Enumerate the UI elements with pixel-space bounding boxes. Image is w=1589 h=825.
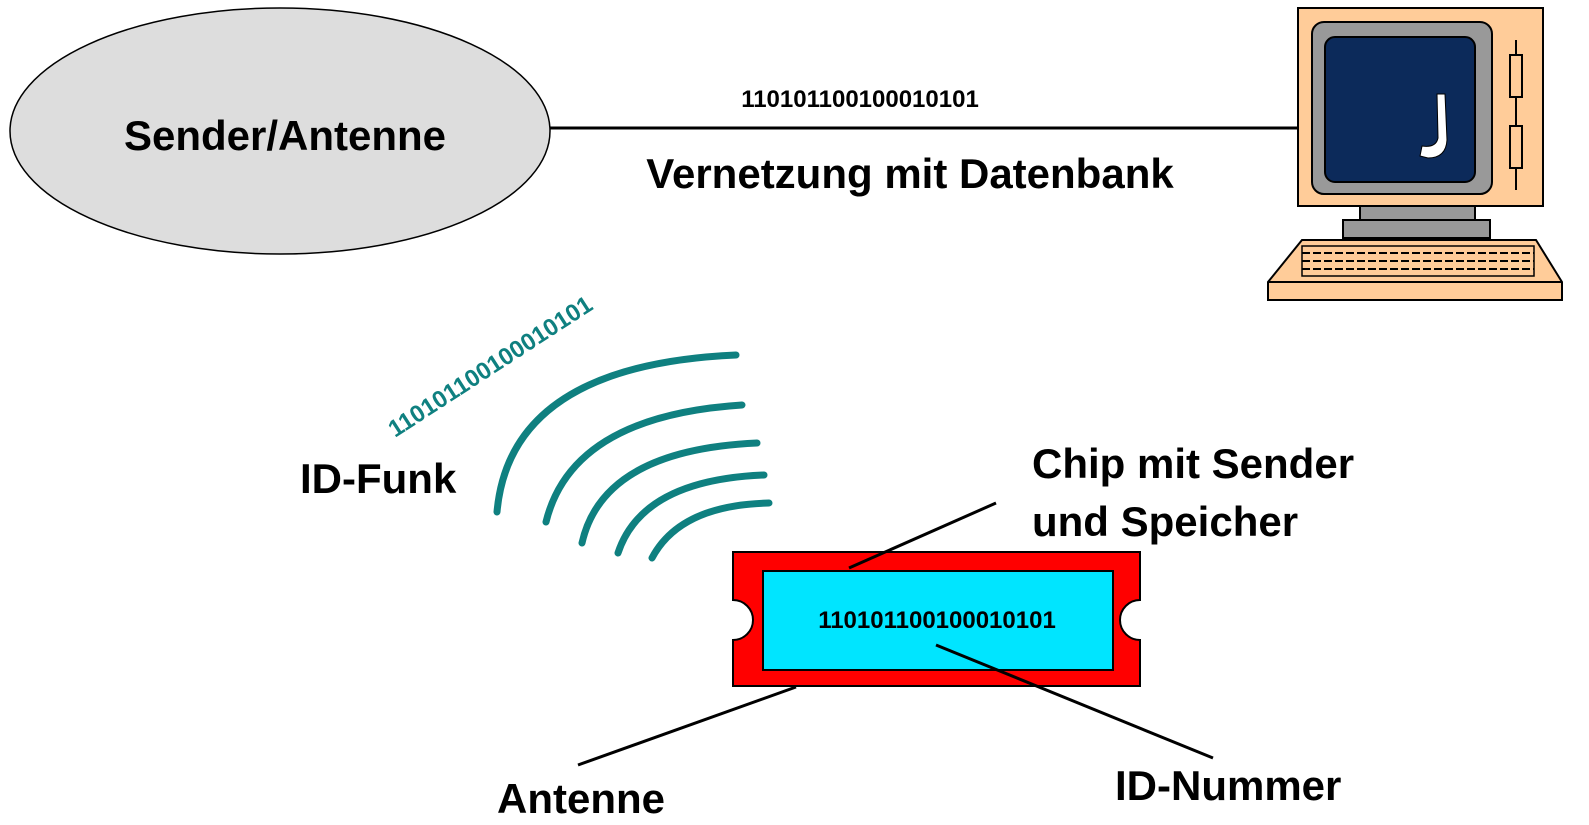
screen-glyph-icon: [1419, 93, 1448, 159]
wave-4: [614, 471, 768, 557]
sender-node: Sender/Antenne: [9, 7, 551, 255]
radio-waves-icon: [493, 351, 773, 562]
wave-1: [493, 351, 740, 516]
network-bits: 110101100100010101: [741, 86, 979, 113]
wave-2: [542, 401, 746, 526]
tag-inner: [762, 570, 1114, 671]
network-connection: 110101100100010101 Vernetzung mit Datenb…: [550, 86, 1298, 197]
tag-bits: 110101100100010101: [818, 607, 1056, 634]
chip-label-line2: und Speicher: [1032, 498, 1298, 545]
network-label: Vernetzung mit Datenbank: [646, 150, 1174, 197]
chip-label-line1: Chip mit Sender: [1032, 440, 1354, 487]
desktop-computer-icon: [1267, 7, 1563, 301]
sender-label: Sender/Antenne: [124, 112, 446, 159]
wave-5: [648, 499, 773, 562]
monitor-screen: [1324, 36, 1476, 183]
sender-ellipse: [9, 7, 551, 255]
id-number-label: ID-Nummer: [1115, 762, 1341, 809]
radio-bits: 110101100100010101: [384, 291, 598, 443]
rfid-tag: 110101100100010101: [732, 551, 1141, 687]
id-pointer: [935, 643, 1214, 760]
chip-pointer: [848, 501, 997, 570]
wave-3: [578, 439, 761, 547]
radio-label: ID-Funk: [300, 455, 457, 502]
pointer-lines: [577, 501, 1214, 767]
antenna-pointer: [577, 685, 797, 767]
antenna-label: Antenne: [497, 775, 665, 822]
